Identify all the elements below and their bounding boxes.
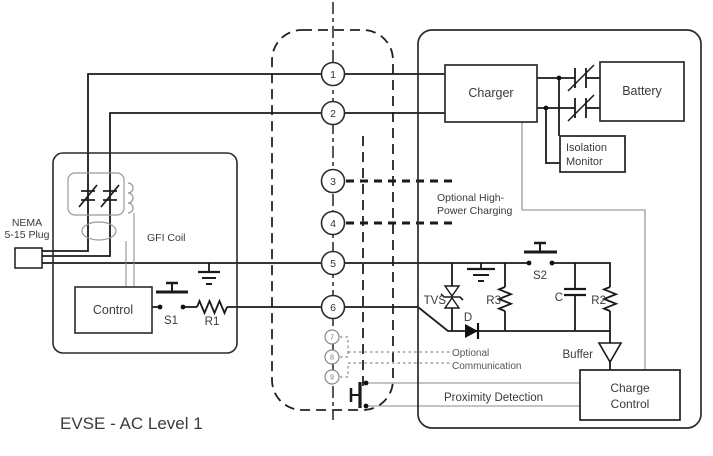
pin-8-number: 8	[330, 355, 334, 362]
wire-line1	[42, 73, 445, 252]
proximity-detection-label: Proximity Detection	[444, 392, 543, 404]
r3-label: R3	[486, 295, 501, 307]
diode-icon	[465, 323, 480, 339]
contactor-enclosure	[67, 172, 125, 216]
pin-7: 7	[324, 329, 340, 345]
r2-label: R2	[591, 295, 606, 307]
comm-stubs	[340, 336, 450, 378]
nema-plug-body	[14, 247, 43, 269]
battery-label: Battery	[622, 84, 662, 98]
optional-high-power-label-line1: Optional High-	[437, 192, 505, 204]
charger-label: Charger	[468, 86, 513, 100]
tvs-label: TVS	[424, 295, 447, 307]
pin-5-number: 5	[330, 258, 336, 270]
capacitor-label: C	[555, 292, 563, 304]
high-power-stubs	[346, 179, 458, 225]
tvs-diode-icon	[440, 285, 464, 309]
buffer-label: Buffer	[563, 349, 594, 361]
r1-label: R1	[205, 316, 220, 328]
evse-ground-icon	[198, 263, 220, 285]
s1-label: S1	[164, 315, 178, 327]
r2-resistor-icon	[601, 286, 619, 312]
annotations: Optional High- Power Charging Optional C…	[437, 192, 543, 404]
isolation-monitor-label-line2: Monitor	[566, 156, 603, 168]
optional-high-power-label-line2: Power Charging	[437, 205, 512, 217]
buffer-amp-icon	[597, 342, 623, 364]
charge-control-label-line2: Control	[611, 397, 650, 411]
charge-control-label-line1: Charge	[610, 381, 650, 395]
s1-switch-icon	[156, 281, 188, 294]
diagram-title: EVSE - AC Level 1	[60, 414, 203, 433]
evse-enclosure	[52, 152, 238, 354]
junction-dot	[543, 105, 549, 111]
wire-charger-chargecontrol-link	[521, 122, 646, 370]
s2-terminal-dot	[526, 260, 532, 266]
pin-9-number: 9	[330, 375, 334, 382]
pin-1: 1	[320, 61, 346, 87]
proximity-switch-icon	[349, 382, 362, 408]
pin-1-number: 1	[330, 69, 336, 81]
pin-4-number: 4	[330, 218, 336, 230]
nema-plug-label-line2: 5-15 Plug	[5, 229, 50, 241]
diode-label: D	[464, 312, 472, 324]
pin-6: 6	[320, 294, 346, 320]
proximity-terminal-dot	[363, 380, 369, 386]
charge-control-box	[579, 369, 681, 421]
junction-dot	[556, 75, 562, 81]
power-wires	[42, 73, 611, 370]
pin-9: 9	[324, 369, 340, 385]
wire-line2	[42, 112, 445, 257]
contactor-contact-2	[100, 184, 120, 208]
battery-contactor-top-icon	[567, 64, 595, 92]
pin-4: 4	[320, 210, 346, 236]
wire-pin7-stub	[340, 336, 349, 352]
r1-resistor-icon	[196, 298, 228, 316]
isolation-monitor-label-line1: Isolation	[566, 142, 607, 154]
nema-plug-label-line1: NEMA	[12, 217, 42, 229]
vehicle-section: Charger Battery Isolation Monitor	[417, 29, 702, 429]
pin-6-number: 6	[330, 302, 336, 314]
vehicle-enclosure	[417, 29, 702, 429]
wire-isolation-tap2	[545, 108, 560, 164]
control-box	[74, 286, 153, 334]
wire-pilot-c	[227, 306, 611, 343]
optional-communication-label-line2: Communication	[452, 361, 521, 372]
gfi-coil-label: GFI Coil	[147, 232, 186, 244]
pin-5: 5	[320, 250, 346, 276]
capacitor-icon	[564, 287, 586, 297]
wire-pin8-stub	[340, 352, 349, 358]
optional-communication-label-line1: Optional	[452, 348, 489, 359]
pin-3-number: 3	[330, 176, 336, 188]
evse-section: Control S1 R1 NEMA 5-15 Plug GFI Coil EV…	[5, 152, 238, 433]
pin-7-number: 7	[330, 335, 334, 342]
battery-box	[599, 61, 685, 122]
s2-label: S2	[533, 270, 547, 282]
connector-pins: 1 2 3 4 5 6 7 8	[320, 61, 346, 385]
isolation-monitor-box	[559, 135, 626, 173]
contactor-contact-1	[78, 184, 98, 208]
wire-ground-after-s2	[553, 262, 611, 287]
connector-dashed-outline	[271, 29, 394, 411]
charger-box	[444, 64, 538, 123]
s1-terminal-dot	[180, 304, 186, 310]
contactor-coil-icon	[127, 182, 134, 214]
pin-8: 8	[324, 349, 340, 365]
s2-terminal-dot	[549, 260, 555, 266]
r3-resistor-icon	[496, 286, 514, 312]
battery-contactor-bottom-icon	[567, 94, 595, 122]
wire-pin9-stub	[340, 363, 349, 378]
pin-3: 3	[320, 168, 346, 194]
s1-terminal-dot	[157, 304, 163, 310]
control-label: Control	[93, 303, 133, 317]
pin-2-number: 2	[330, 108, 336, 120]
proximity-terminal-dot	[363, 403, 369, 409]
pin-2: 2	[320, 100, 346, 126]
s2-switch-icon	[524, 241, 557, 254]
vehicle-ground-icon	[467, 263, 495, 282]
gfi-coil-icon	[81, 221, 117, 241]
control-wires	[125, 122, 646, 407]
